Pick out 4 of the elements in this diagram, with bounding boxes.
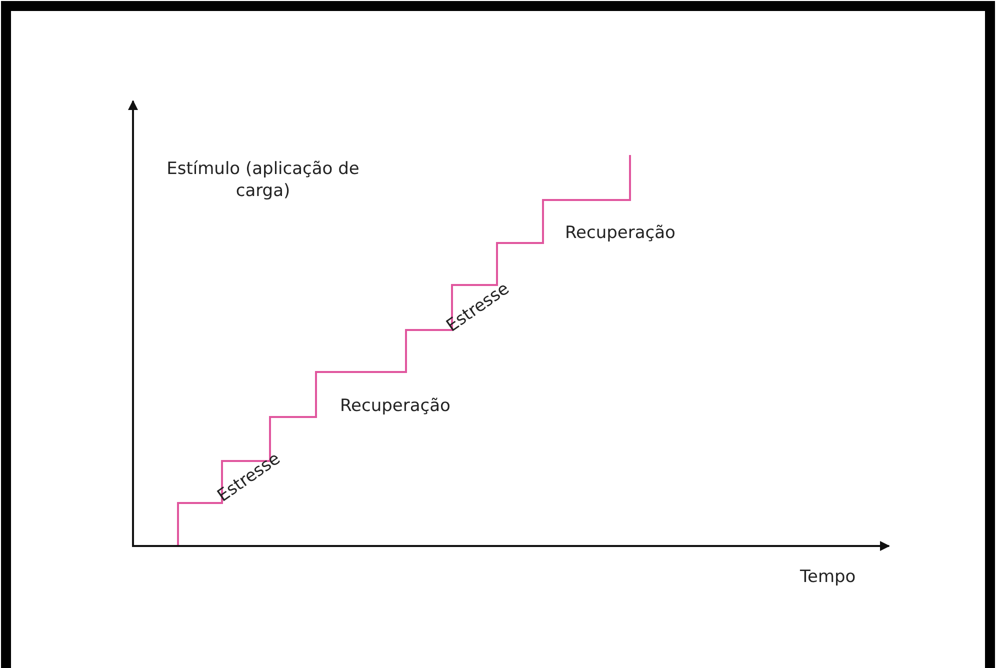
phase-label: Recuperação <box>565 222 676 244</box>
x-axis-label: Tempo <box>800 566 856 588</box>
y-axis-label: Estímulo (aplicação de carga) <box>166 158 360 202</box>
phase-label: Recuperação <box>340 395 450 417</box>
